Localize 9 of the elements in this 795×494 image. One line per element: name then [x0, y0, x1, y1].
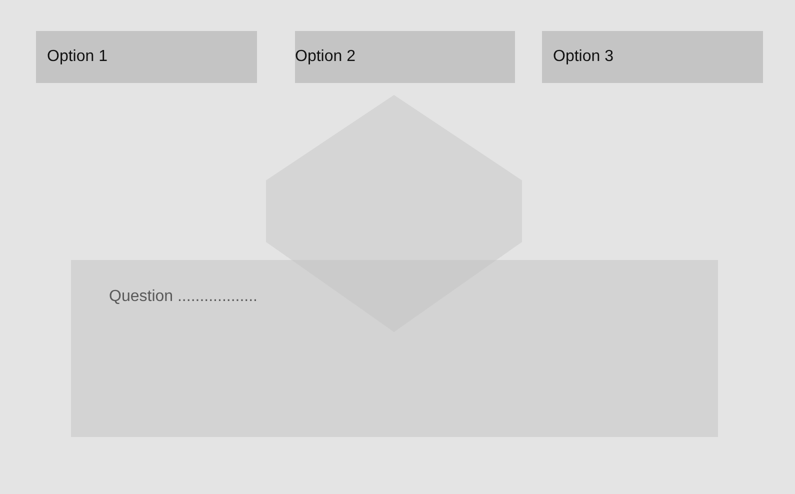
hexagon [266, 95, 522, 332]
option-label: Option 2 [295, 48, 356, 66]
option-box [295, 31, 515, 83]
option-box [542, 31, 763, 83]
option-label: Option 3 [553, 48, 614, 66]
question-text: Question .................. [109, 288, 258, 306]
option-box [36, 31, 257, 83]
question-panel [71, 260, 718, 437]
option-label: Option 1 [47, 48, 108, 66]
